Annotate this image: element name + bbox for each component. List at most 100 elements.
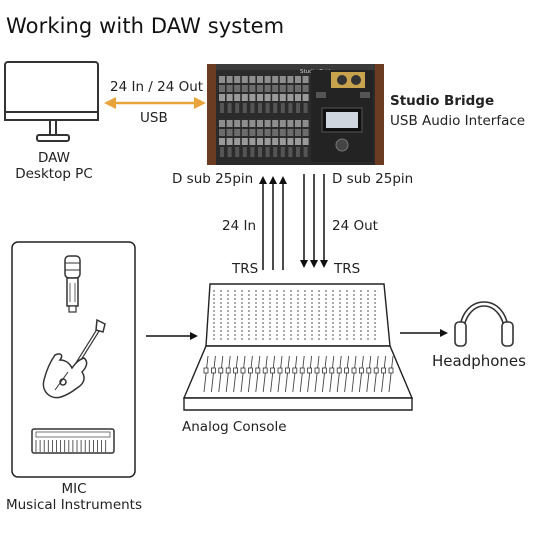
- device-button: [272, 94, 279, 101]
- device-fader: [220, 147, 224, 157]
- console-fader-cap: [277, 367, 283, 374]
- device-button: [219, 129, 225, 136]
- device-button: [302, 85, 309, 92]
- console-fader-track: [388, 355, 394, 393]
- console-fader-track: [381, 355, 387, 393]
- device-fader: [227, 147, 232, 157]
- device-fader: [288, 103, 293, 113]
- sources-label: MIC Musical Instruments: [0, 481, 148, 513]
- device-button: [302, 120, 309, 127]
- device-fader: [288, 147, 293, 157]
- device-button: [226, 85, 233, 92]
- studio-bridge-device: Studio Bridge: [207, 64, 384, 165]
- dsub-left-label: D sub 25pin: [172, 171, 254, 187]
- device-fader: [296, 147, 300, 157]
- console-fader-cap: [233, 367, 239, 374]
- console-fader-track: [247, 355, 253, 393]
- device-fader: [265, 147, 270, 157]
- console-fader-cap: [218, 367, 224, 374]
- device-button: [295, 138, 301, 145]
- device-button: [302, 129, 309, 136]
- device-button: [257, 129, 263, 136]
- signal-out-label: 24 Out: [332, 218, 378, 234]
- device-button: [219, 76, 225, 83]
- device-fader: [250, 147, 255, 157]
- device-button: [279, 85, 286, 92]
- device-button: [302, 94, 309, 101]
- device-button: [234, 94, 241, 101]
- console-fader-cap: [366, 367, 372, 374]
- device-fader: [227, 103, 232, 113]
- usb-label: USB: [140, 110, 168, 126]
- device-button: [249, 85, 256, 92]
- headphones-label: Headphones: [432, 352, 526, 370]
- device-button: [234, 76, 241, 83]
- device-fader: [235, 103, 240, 113]
- device-fader: [250, 103, 255, 113]
- device-button: [295, 85, 301, 92]
- console-fader-cap: [299, 367, 305, 374]
- signal-in-label: 24 In: [222, 218, 257, 234]
- device-button: [219, 120, 225, 127]
- sources-label-line1: MIC: [61, 481, 87, 497]
- console-fader-track: [336, 355, 342, 393]
- headphones-icon: [454, 301, 514, 347]
- device-button: [279, 129, 286, 136]
- device-button: [264, 120, 271, 127]
- device-button: [226, 120, 233, 127]
- console-fader-track: [314, 355, 320, 393]
- device-button: [264, 76, 271, 83]
- device-button: [249, 138, 256, 145]
- device-button: [302, 138, 309, 145]
- console-fader-cap: [329, 367, 335, 374]
- console-fader-track: [366, 355, 372, 393]
- console-fader-cap: [358, 367, 364, 374]
- device-button: [241, 76, 248, 83]
- console-fader-cap: [307, 367, 313, 374]
- device-button: [234, 129, 241, 136]
- console-fader-track: [321, 355, 327, 393]
- device-button: [264, 85, 271, 92]
- device-fader: [280, 147, 285, 157]
- console-fader-track: [225, 355, 231, 393]
- device-fader: [280, 103, 285, 113]
- device-button: [249, 76, 256, 83]
- device-button: [219, 94, 225, 101]
- console-fader-track: [373, 355, 379, 393]
- device-button: [226, 94, 233, 101]
- device-button: [279, 76, 286, 83]
- pc-label-line1: DAW: [37, 150, 70, 166]
- console-fader-track: [307, 355, 313, 393]
- console-fader-cap: [321, 367, 327, 374]
- console-fader-cap: [388, 367, 394, 374]
- device-button: [287, 120, 294, 127]
- console-fader-cap: [255, 367, 261, 374]
- console-fader-track: [262, 355, 268, 393]
- device-button: [279, 120, 286, 127]
- console-fader-track: [329, 355, 335, 393]
- microphone-icon: [64, 255, 81, 313]
- sources-box: [11, 241, 136, 478]
- device-button: [287, 76, 294, 83]
- console-fader-cap: [373, 367, 379, 374]
- device-button: [287, 94, 294, 101]
- console-fader-cap: [351, 367, 357, 374]
- console-fader-track: [284, 355, 290, 393]
- device-fader: [296, 103, 300, 113]
- signal-out-arrows: [300, 174, 328, 268]
- device-button: [257, 138, 263, 145]
- pc-label-line2: Desktop PC: [15, 166, 93, 182]
- device-fader: [220, 103, 224, 113]
- device-button: [219, 85, 225, 92]
- console-fader-cap: [210, 367, 216, 374]
- console-fader-cap: [225, 367, 231, 374]
- device-button: [295, 94, 301, 101]
- console-fader-cap: [336, 367, 342, 374]
- device-subtitle: USB Audio Interface: [390, 113, 526, 129]
- sources-label-line2: Musical Instruments: [5, 497, 143, 513]
- device-fader: [258, 147, 262, 157]
- console-fader-track: [344, 355, 350, 393]
- console-channel-detail: [203, 290, 394, 393]
- console-fader-cap: [344, 367, 350, 374]
